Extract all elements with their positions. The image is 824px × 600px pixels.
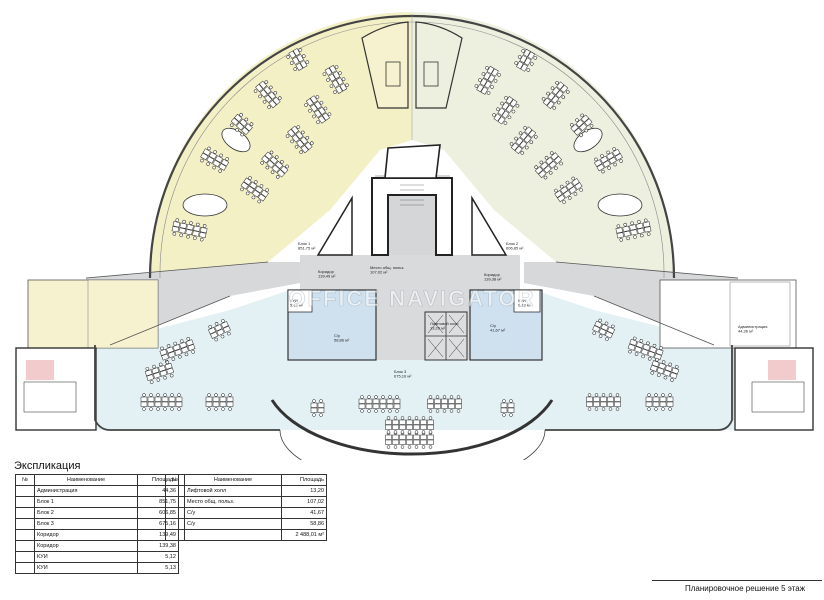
cell-name: Блок 3 [34, 518, 138, 530]
cell-area: 58,86 [281, 518, 327, 530]
col-area: Площадь [281, 474, 327, 486]
cell-no [165, 507, 185, 519]
col-no: № [15, 474, 35, 486]
explication-title: Экспликация [14, 460, 81, 472]
cell-name: Блок 1 [34, 496, 138, 508]
cell-name: Администрация [34, 485, 138, 497]
cell-name: Блок 2 [34, 507, 138, 519]
cell-no [15, 507, 35, 519]
cell-area: 2 488,01 м² [281, 529, 327, 541]
cell-name: С/у [184, 518, 282, 530]
west-stair [15, 347, 97, 431]
cell-name: Лифтовой холл [184, 485, 282, 497]
cell-area: 107,02 [281, 496, 327, 508]
cell-no [165, 496, 185, 508]
cell-name: С/у [184, 507, 282, 519]
cell-no [15, 562, 35, 574]
cell-no [15, 518, 35, 530]
cell-no [165, 529, 185, 541]
footer-rule [652, 580, 822, 581]
col-name: Наименование [34, 474, 138, 486]
cell-name: Место общ. польз. [184, 496, 282, 508]
col-name: Наименование [184, 474, 282, 486]
cell-name [184, 529, 282, 541]
south-facade [94, 345, 280, 431]
cell-name: КУИ [34, 562, 138, 574]
cell-no [165, 518, 185, 530]
table-row: Место общ. польз.107,02 [165, 496, 327, 508]
watermark: OFFICE NAVIGATOR [288, 286, 535, 311]
workstations [140, 48, 680, 449]
cell-name: Коридор [34, 529, 138, 541]
table-row: 2 488,01 м² [165, 529, 327, 541]
cell-no [15, 529, 35, 541]
plan-caption: Планировочное решение 5 этаж [685, 584, 806, 593]
cell-no [15, 551, 35, 563]
central-stair [371, 177, 453, 256]
cell-name: Коридор [34, 540, 138, 552]
col-no: № [165, 474, 185, 486]
east-stair [734, 347, 814, 431]
cell-area: 5,13 [137, 562, 179, 574]
inner-arc-left [159, 21, 413, 279]
cell-name: КУИ [34, 551, 138, 563]
cell-no [15, 485, 35, 497]
cell-area: 13,20 [281, 485, 327, 497]
cell-no [15, 496, 35, 508]
south-arc [270, 399, 554, 456]
cell-area: 41,67 [281, 507, 327, 519]
cell-no [165, 485, 185, 497]
cell-no [15, 540, 35, 552]
inner-arc-right [411, 21, 665, 279]
cell-area: 139,38 [137, 540, 179, 552]
room-label: Место общ. польз.107,02 м² [370, 265, 404, 275]
cell-area: 5,12 [137, 551, 179, 563]
meeting-tables [182, 127, 643, 217]
